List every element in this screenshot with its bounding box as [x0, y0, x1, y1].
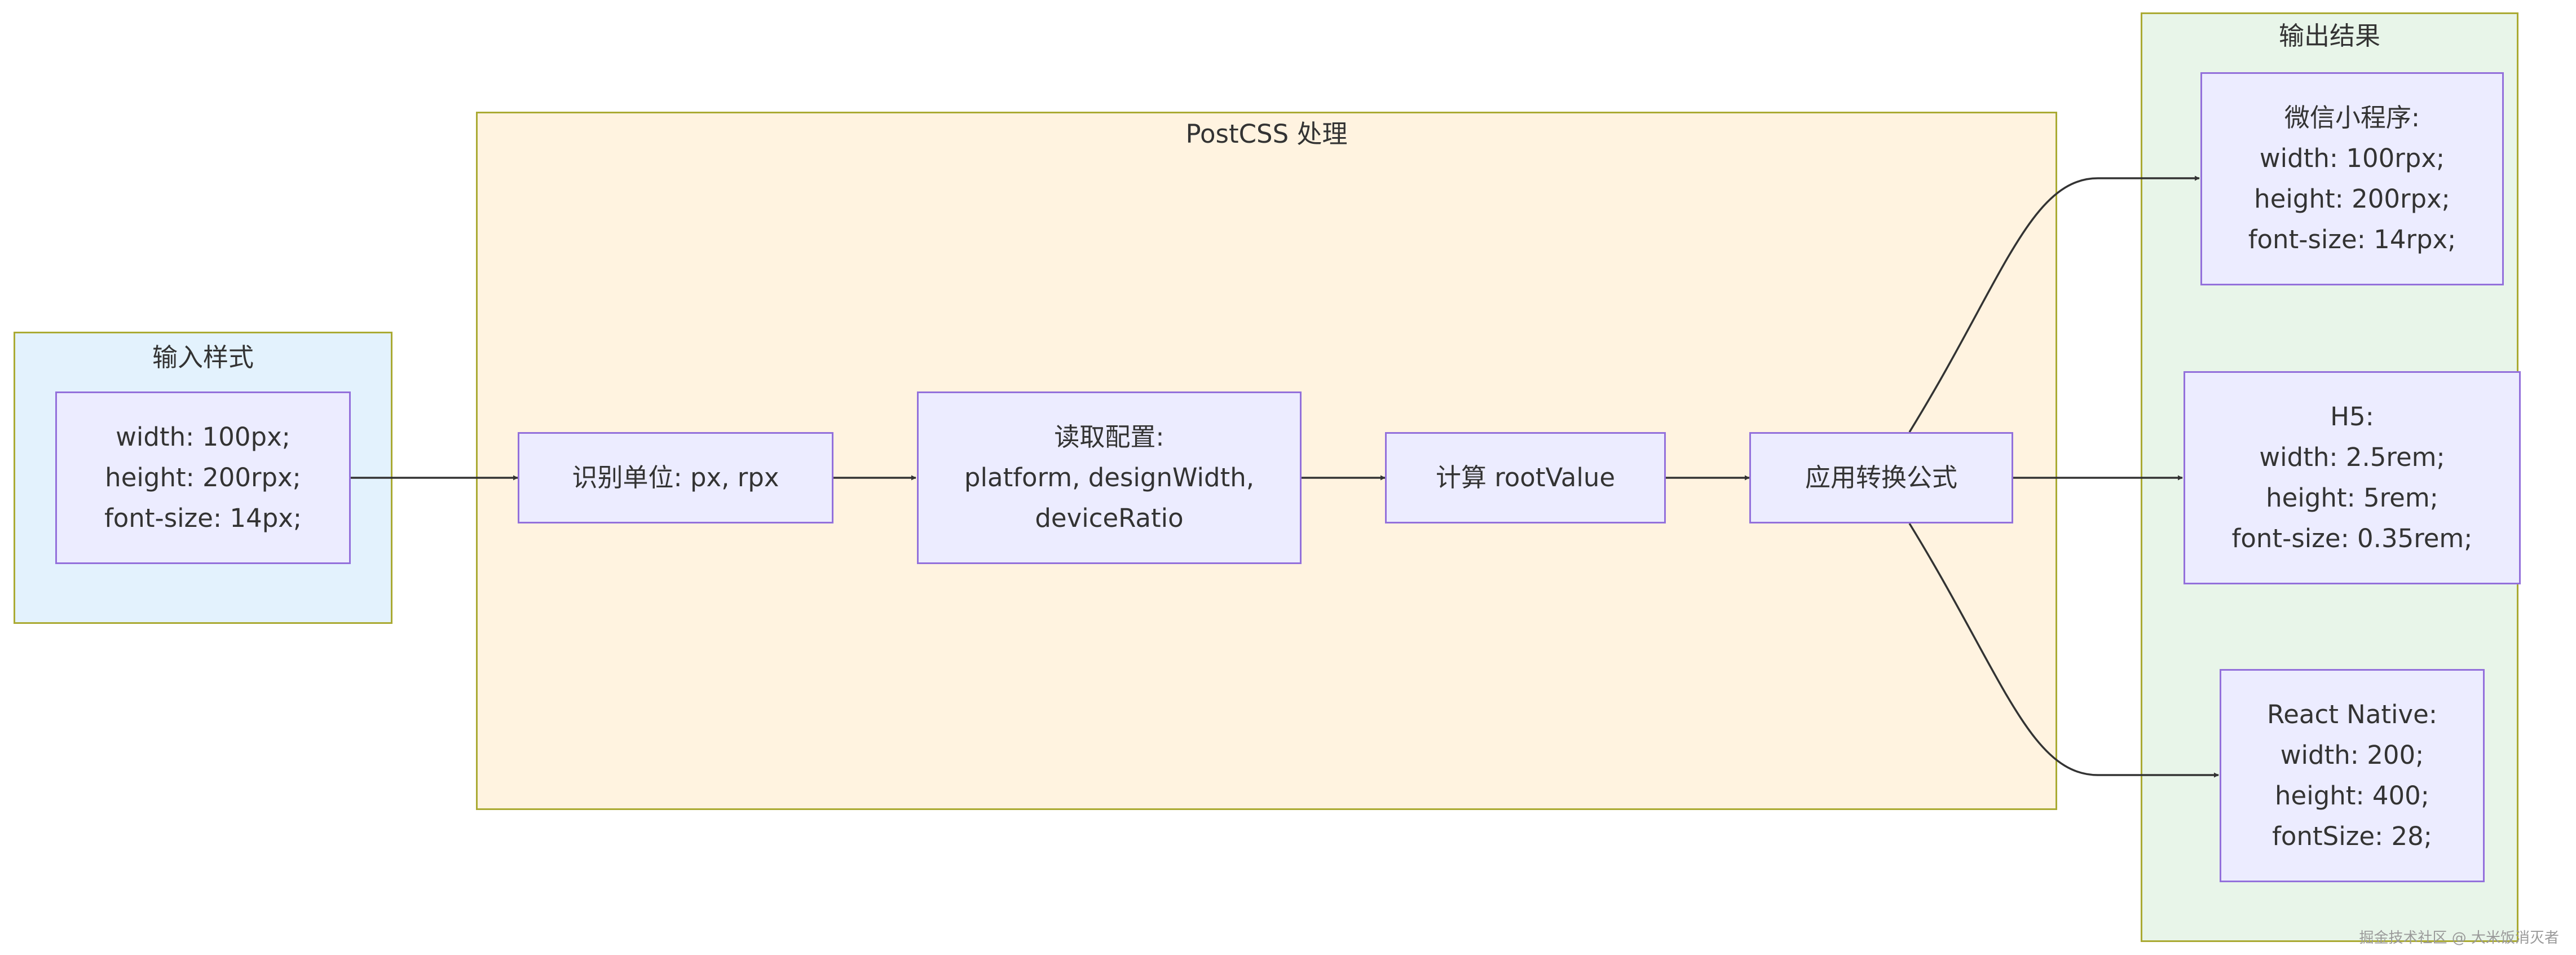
read-config-line: deviceRatio [1035, 503, 1184, 533]
read-config-line: platform, designWidth, [964, 463, 1255, 492]
read-config-line: 读取配置: [1054, 422, 1165, 452]
read-config-node: 读取配置: platform, designWidth, deviceRatio [917, 391, 1302, 564]
output-results-group-title: 输出结果 [2278, 21, 2380, 51]
wechat-output-line: height: 200rpx; [2254, 184, 2450, 214]
input-style-line: width: 100px; [116, 422, 290, 452]
input-styles-group-title: 输入样式 [152, 342, 254, 372]
edge-apply-to-wechat [1908, 175, 2200, 433]
input-style-node: width: 100px; height: 200rpx; font-size:… [55, 391, 351, 564]
input-style-line: height: 200rpx; [105, 463, 301, 492]
wechat-output-node: 微信小程序: width: 100rpx; height: 200rpx; fo… [2200, 72, 2504, 285]
react-native-output-line: height: 400; [2275, 781, 2429, 811]
h5-output-node: H5: width: 2.5rem; height: 5rem; font-si… [2184, 371, 2521, 584]
identify-units-node: 识别单位: px, rpx [518, 432, 833, 523]
apply-formula-node: 应用转换公式 [1749, 432, 2013, 523]
h5-output-line: font-size: 0.35rem; [2231, 523, 2473, 553]
compute-root-value-node: 计算 rootValue [1385, 432, 1666, 523]
react-native-output-line: fontSize: 28; [2272, 821, 2432, 851]
watermark: 掘金技术社区 @ 大米饭消灭者 [2359, 930, 2559, 947]
compute-root-value-label: 计算 rootValue [1435, 463, 1616, 492]
wechat-output-line: width: 100rpx; [2259, 143, 2445, 173]
input-style-line: font-size: 14px; [104, 503, 302, 533]
postcss-processing-group-title: PostCSS 处理 [1185, 119, 1348, 149]
identify-units-label: 识别单位: px, rpx [572, 463, 779, 492]
react-native-output-node: React Native: width: 200; height: 400; f… [2220, 669, 2485, 882]
h5-output-line: height: 5rem; [2266, 483, 2438, 513]
wechat-output-line: 微信小程序: [2284, 103, 2420, 133]
apply-formula-label: 应用转换公式 [1805, 463, 1957, 492]
wechat-output-line: font-size: 14rpx; [2248, 225, 2456, 254]
react-native-output-line: React Native: [2266, 699, 2438, 729]
h5-output-line: width: 2.5rem; [2259, 442, 2445, 472]
edge-apply-to-rn [1908, 523, 2219, 778]
h5-output-line: H5: [2330, 402, 2374, 432]
react-native-output-line: width: 200; [2280, 740, 2424, 770]
